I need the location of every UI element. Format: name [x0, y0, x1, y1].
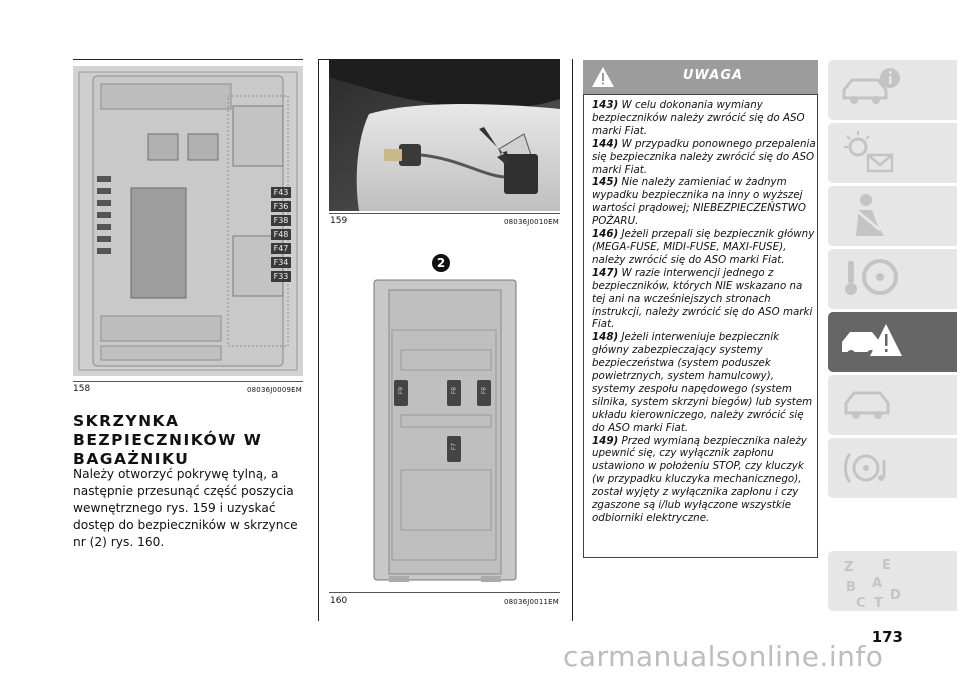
heading-line-2: BEZPIECZNIKÓW W: [73, 431, 263, 449]
warning-item-num: 147): [592, 266, 619, 279]
warning-triangle-icon: [592, 67, 614, 87]
warning-item-text: W razie interwencji jednego z bezpieczni…: [592, 266, 813, 331]
tab-letter-d: D: [890, 588, 901, 603]
warning-item-text: Jeżeli interweniuje bezpiecznik główny z…: [592, 331, 813, 434]
warning-item-num: 145): [592, 176, 619, 189]
fig160-badge: 2: [432, 254, 450, 272]
warning-item-text: Nie należy zamieniać w żadnym wypadku be…: [592, 176, 806, 228]
fuse-label-f47: F47: [271, 243, 291, 254]
warning-title: UWAGA: [682, 68, 744, 83]
fusebox-drawing: [78, 71, 298, 371]
warning-item-text: W przypadku ponownego przepalenia się be…: [592, 137, 816, 176]
warning-item: 147) W razie interwencji jednego z bezpi…: [592, 267, 816, 332]
tab-letter-a: A: [872, 576, 882, 591]
warning-item-num: 148): [592, 331, 619, 344]
fig160-caption-rule: [329, 592, 560, 593]
warning-item-num: 143): [592, 99, 619, 111]
warning-item: 146) Jeżeli przepali się bezpiecznik głó…: [592, 228, 816, 267]
page-number: 173: [871, 628, 903, 646]
warning-item: 149) Przed wymianą bezpiecznika należy u…: [592, 435, 816, 525]
column-divider-2: [572, 59, 573, 621]
tab-letter-z: Z: [844, 560, 853, 575]
fig160-fuse-f8b: F8: [480, 386, 488, 395]
fuse-label-f43: F43: [271, 187, 291, 198]
fuse-label-f34: F34: [271, 257, 291, 268]
fig160-number: 160: [330, 596, 348, 606]
warning-item-text: Jeżeli przepali się bezpiecznik główny (…: [592, 228, 815, 266]
fuse-label-f48: F48: [271, 229, 291, 240]
tab-letter-b: B: [846, 580, 856, 595]
fusebox-2-drawing: [373, 279, 517, 582]
tab-dashboard-lights[interactable]: [828, 123, 957, 183]
figure-160-fusebox-2: 2 F9 F8 F8 F7: [329, 240, 560, 592]
figure-159-trunk-photo: [329, 59, 560, 211]
heading-line-1: SKRZYNKA: [73, 412, 180, 430]
index-abc-icon: Z E A B C D T: [844, 558, 901, 609]
warning-item-num: 146): [592, 228, 619, 241]
fig159-number: 159: [330, 216, 348, 226]
column-divider-1: [318, 59, 319, 621]
warning-text: 143) W celu dokonania wymiany bezpieczni…: [592, 99, 816, 525]
fig160-fuse-f9: F9: [397, 386, 405, 395]
top-rule-col2: [319, 59, 329, 60]
tab-letter-e: E: [882, 558, 891, 573]
tab-seat-airbag[interactable]: [828, 186, 957, 246]
section-heading: SKRZYNKA BEZPIECZNIKÓW W BAGAŻNIKU: [73, 412, 313, 469]
section-body: Należy otworzyć pokrywę tylną, a następn…: [73, 467, 298, 549]
car-maintenance-icon: [844, 391, 890, 419]
warning-item-num: 144): [592, 137, 619, 150]
tab-index[interactable]: Z E A B C D T: [828, 551, 957, 611]
warning-item: 148) Jeżeli interweniuje bezpiecznik głó…: [592, 331, 816, 434]
multimedia-icon: [844, 452, 886, 484]
car-info-icon: [842, 68, 900, 104]
warning-item-text: Przed wymianą bezpiecznika należy upewni…: [592, 434, 807, 524]
trunk-photo-drawing: [329, 59, 560, 211]
figure-158-fusebox: F43 F36 F38 F48 F47 F34 F33: [73, 66, 303, 376]
warning-box: 143) W celu dokonania wymiany bezpieczni…: [583, 94, 818, 558]
top-rule-col1: [73, 59, 303, 60]
warning-item: 145) Nie należy zamieniać w żadnym wypad…: [592, 176, 816, 228]
tab-multimedia[interactable]: [828, 438, 957, 498]
warning-item: 143) W celu dokonania wymiany bezpieczni…: [592, 99, 816, 138]
fig160-code: 08036J0011EM: [504, 598, 560, 606]
fuse-label-f38: F38: [271, 215, 291, 226]
fuse-label-f36: F36: [271, 201, 291, 212]
dashboard-lights-icon: [844, 131, 894, 173]
tab-car-maintenance[interactable]: [828, 375, 957, 435]
fig159-code: 08036J0010EM: [504, 218, 560, 226]
fig159-caption-rule: [329, 213, 560, 214]
fuse-label-f33: F33: [271, 271, 291, 282]
warning-header: UWAGA: [583, 60, 818, 94]
fig158-caption-rule: [73, 381, 303, 382]
fig158-code: 08036J0009EM: [247, 386, 303, 394]
fig160-fuse-f7: F7: [450, 442, 458, 451]
warning-item-text: W celu dokonania wymiany bezpieczników n…: [592, 99, 805, 137]
warning-item-num: 149): [592, 434, 619, 447]
heading-line-3: BAGAŻNIKU: [73, 450, 190, 468]
key-steering-icon: [845, 259, 898, 295]
tab-key-steering[interactable]: [828, 249, 957, 309]
tab-emergency[interactable]: [828, 312, 957, 372]
warning-item: 144) W przypadku ponownego przepalenia s…: [592, 138, 816, 177]
fig160-fuse-f8a: F8: [450, 386, 458, 395]
tab-letter-t: T: [874, 596, 883, 609]
seat-airbag-icon: [855, 194, 884, 236]
tab-letter-c: C: [856, 596, 866, 609]
fig158-number: 158: [73, 384, 91, 394]
tab-car-info[interactable]: [828, 60, 957, 120]
emergency-car-icon: [842, 324, 902, 358]
watermark: carmanualsonline.info: [563, 640, 884, 673]
